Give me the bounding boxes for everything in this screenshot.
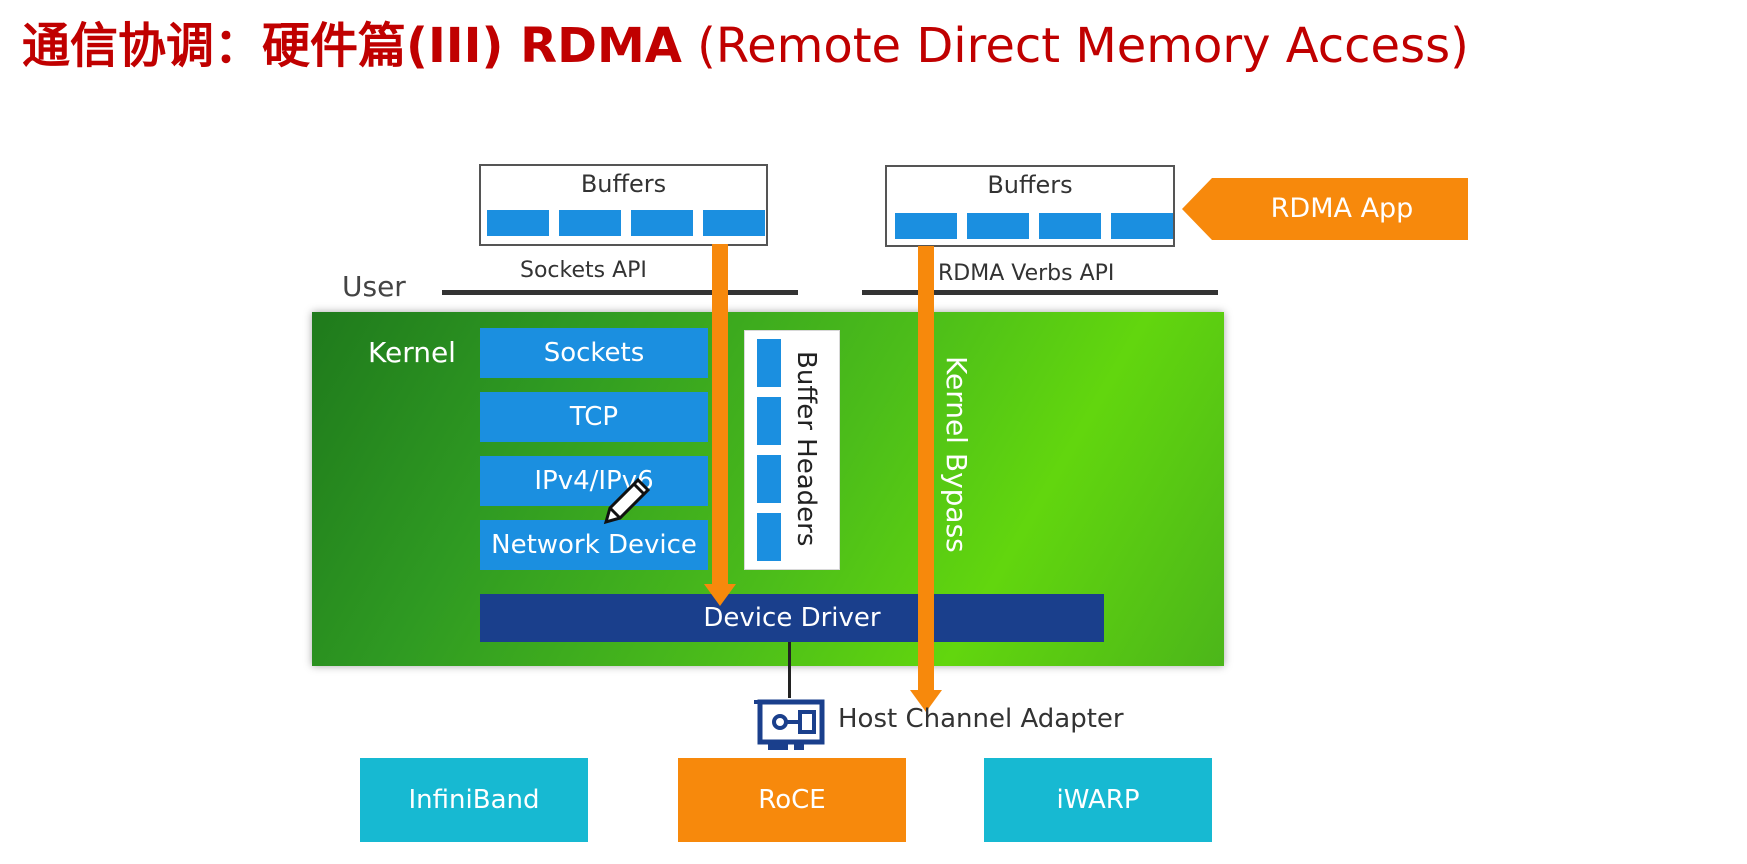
network-card-icon xyxy=(754,699,825,750)
user-boundary-line-right xyxy=(862,290,1218,295)
sockets-layer-label: Sockets xyxy=(543,338,645,368)
sockets-layer: Sockets xyxy=(480,328,708,378)
tcp-layer: TCP xyxy=(480,392,708,442)
buffer-cell xyxy=(895,213,957,239)
rdma-bypass-arrow-shaft xyxy=(918,246,934,692)
buffer-headers-box: Buffer Headers xyxy=(744,330,840,570)
rdma-buffers-box: Buffers xyxy=(885,165,1175,247)
buffer-cell xyxy=(487,210,549,236)
slide-title: 通信协调：硬件篇(III) RDMA (Remote Direct Memory… xyxy=(22,14,1469,78)
rdma-app-arrow-shape xyxy=(1182,178,1468,240)
sockets-path-arrow-shaft xyxy=(712,244,728,586)
header-cell xyxy=(757,513,781,561)
buffers-label: Buffers xyxy=(987,171,1073,199)
header-cell xyxy=(757,339,781,387)
buffer-cell xyxy=(559,210,621,236)
user-buffers-box: Buffers xyxy=(479,164,768,246)
header-cell xyxy=(757,397,781,445)
kernel-label: Kernel xyxy=(368,336,456,369)
network-device-layer: Network Device xyxy=(480,520,708,570)
rdma-verbs-api-label: RDMA Verbs API xyxy=(938,261,1115,286)
pencil-cursor-icon xyxy=(603,477,651,525)
hca-label: Host Channel Adapter xyxy=(838,704,1124,734)
sockets-api-label: Sockets API xyxy=(520,258,647,283)
sockets-path-arrowhead xyxy=(704,584,736,606)
driver-hca-connector xyxy=(788,642,791,698)
rdma-bypass-arrowhead xyxy=(910,690,942,712)
buffer-cell xyxy=(1039,213,1101,239)
rdma-app-text: RDMA App xyxy=(1270,193,1414,224)
buffers-label: Buffers xyxy=(580,170,667,198)
buffer-cell xyxy=(703,210,765,236)
network-device-layer-label: Network Device xyxy=(491,530,697,560)
header-cell xyxy=(757,455,781,503)
user-boundary-line-left xyxy=(442,290,798,295)
device-driver: Device Driver xyxy=(480,594,1104,642)
buffer-cell xyxy=(967,213,1029,239)
iwarp-box: iWARP xyxy=(984,758,1212,842)
infiniband-box: InfiniBand xyxy=(360,758,588,842)
ip-layer: IPv4/IPv6 xyxy=(480,456,708,506)
buffer-headers-label: Buffer Headers xyxy=(791,351,821,547)
user-label: User xyxy=(342,270,406,303)
tcp-layer-label: TCP xyxy=(569,402,619,432)
kernel-bypass-label: Kernel Bypass xyxy=(940,356,973,553)
roce-box: RoCE xyxy=(678,758,906,842)
rdma-app-label: RDMA App xyxy=(1182,178,1468,240)
title-normal: (Remote Direct Memory Access) xyxy=(681,18,1469,74)
title-bold: 通信协调：硬件篇(III) RDMA xyxy=(22,18,682,74)
buffer-cell xyxy=(631,210,693,236)
buffer-cell xyxy=(1111,213,1173,239)
